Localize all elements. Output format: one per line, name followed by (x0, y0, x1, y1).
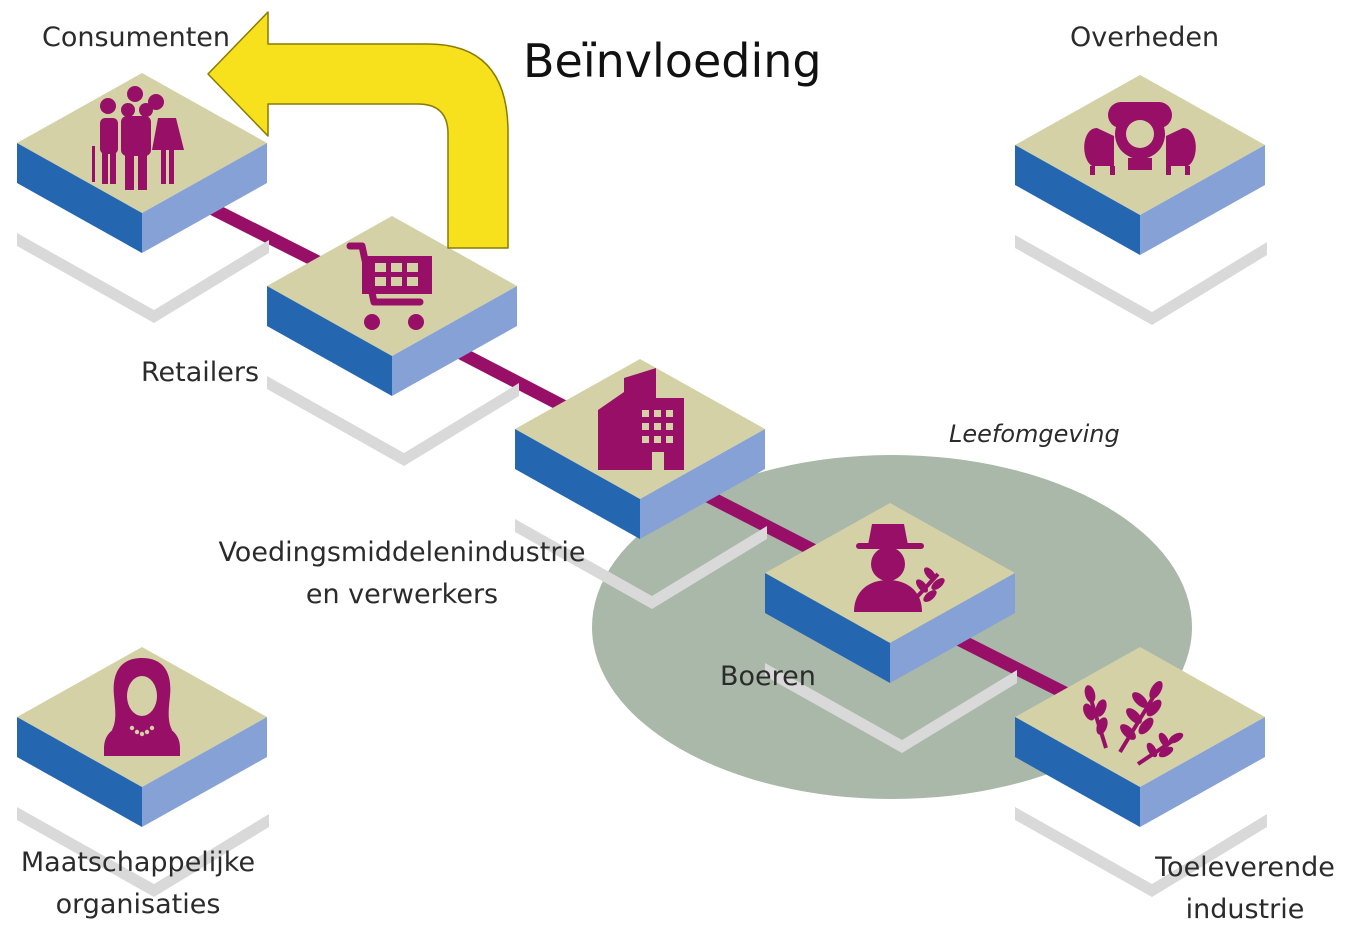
label-leefomgeving: Leefomgeving (949, 420, 1120, 448)
label-beinvloeding: Beïnvloeding (523, 34, 822, 88)
label-maatschappelijke-line2: organisaties (55, 889, 221, 920)
label-toeleverende-line2: industrie (1185, 894, 1305, 925)
parliament-chairs-icon (1084, 102, 1196, 175)
wheat-icon (1083, 680, 1184, 766)
connector-retailers-industrie (452, 344, 568, 413)
label-voedingsmiddelen-line2: en verwerkers (305, 579, 499, 610)
farmer-icon (854, 524, 945, 612)
connector-boeren-toeleverende (947, 629, 1068, 699)
connector-consumenten-retailers (202, 199, 321, 268)
label-voedingsmiddelen-line1: Voedingsmiddelenindustrie (218, 537, 586, 568)
woman-icon (104, 658, 180, 756)
people-group-icon (92, 86, 184, 190)
label-retailers: Retailers (141, 357, 260, 388)
label-overheden: Overheden (1070, 22, 1220, 53)
label-maatschappelijke-line1: Maatschappelijke (20, 847, 256, 878)
shopping-cart-icon (346, 242, 432, 330)
influence-arrow (207, 11, 509, 249)
connector-industrie-boeren (697, 486, 816, 556)
label-toeleverende-line1: Toeleverende (1155, 852, 1335, 883)
label-toeleverende: Toeleverende industrie (1140, 847, 1350, 931)
factory-building-icon (598, 368, 684, 470)
label-boeren: Boeren (720, 661, 816, 692)
chain-connectors (202, 199, 1068, 699)
label-voedingsmiddelen: Voedingsmiddelenindustrie en verwerkers (206, 532, 598, 616)
label-maatschappelijke: Maatschappelijke organisaties (10, 842, 266, 926)
label-consumenten: Consumenten (42, 22, 230, 53)
